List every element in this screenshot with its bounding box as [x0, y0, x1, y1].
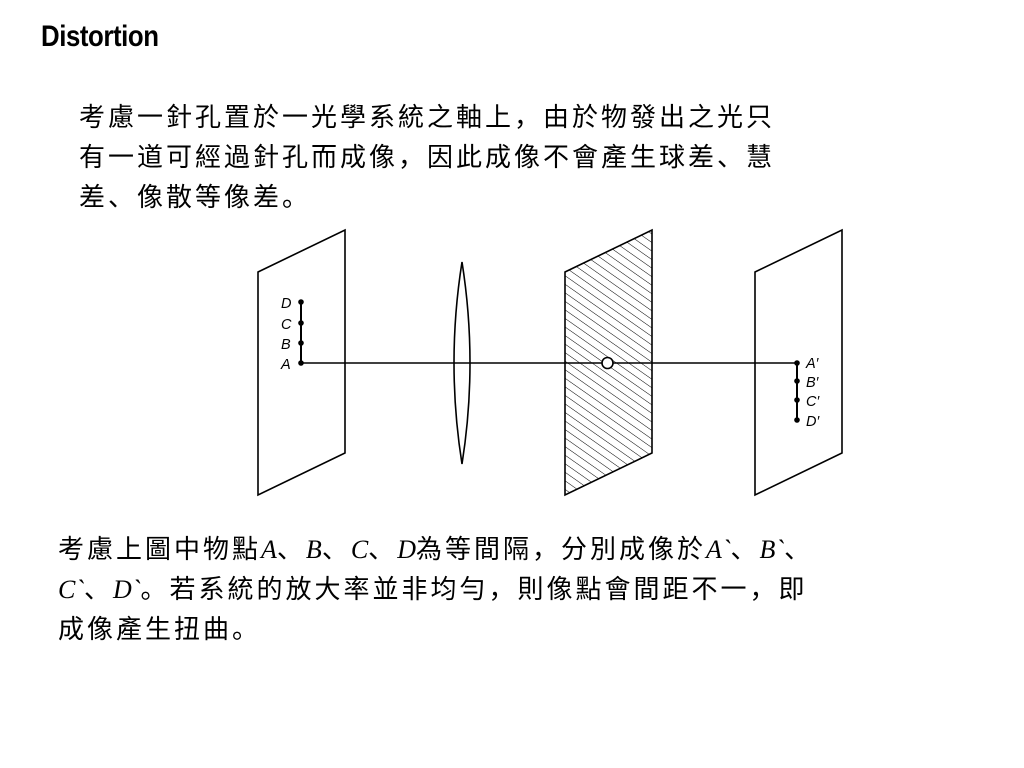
label-object-a: A	[280, 357, 291, 373]
label-image-c: C′	[806, 394, 820, 410]
pinhole	[601, 356, 614, 370]
image-point-d	[794, 417, 800, 423]
conclusion-line-3: 成像產生扭曲。	[58, 615, 262, 645]
intro-paragraph: 考慮一針孔置於一光學系統之軸上，由於物發出之光只 有一道可經過針孔而成像，因此成…	[79, 98, 909, 218]
object-point-d	[298, 299, 304, 305]
slide-title: Distortion	[41, 20, 159, 53]
sep-2: 、	[321, 535, 351, 565]
sep-4: 、	[730, 535, 760, 565]
conclusion-text-1a: 考慮上圖中物點	[58, 535, 262, 565]
sep-3: 、	[368, 535, 398, 565]
var-c: C	[350, 535, 369, 564]
image-point-b	[794, 378, 800, 384]
var-b-prime: B`	[759, 535, 785, 564]
var-d: D	[397, 535, 416, 564]
label-image-b: B′	[806, 375, 820, 391]
var-b: B	[305, 535, 322, 564]
object-point-c	[298, 320, 304, 326]
conclusion-line-1: 考慮上圖中物點A、B、C、D為等間隔，分別成像於A`、B`、	[58, 530, 978, 570]
var-a: A	[261, 535, 277, 564]
object-point-b	[298, 340, 304, 346]
conclusion-line-2: C`、D`。若系統的放大率並非均勻，則像點會間距不一，即	[58, 570, 978, 610]
conclusion-text-1b: 為等間隔，分別成像於	[415, 535, 706, 565]
label-image-a: A′	[805, 356, 820, 372]
conclusion-text-2b: 。若系統的放大率並非均勻，則像點會間距不一，即	[140, 575, 808, 605]
intro-line-2: 有一道可經過針孔而成像，因此成像不會產生球差、慧	[79, 143, 776, 173]
image-point-a	[794, 360, 800, 366]
sep-6: 、	[84, 575, 114, 605]
label-object-d: D	[281, 296, 291, 312]
label-object-c: C	[281, 317, 292, 333]
conclusion-paragraph: 考慮上圖中物點A、B、C、D為等間隔，分別成像於A`、B`、 C`、D`。若系統…	[58, 530, 978, 650]
intro-line-3: 差、像散等像差。	[79, 183, 312, 213]
var-a-prime: A`	[705, 535, 731, 564]
image-point-c	[794, 397, 800, 403]
label-object-b: B	[281, 337, 291, 353]
label-image-d: D′	[806, 414, 820, 430]
object-point-a	[298, 360, 304, 366]
var-c-prime: C`	[58, 575, 84, 604]
sep-5: 、	[784, 535, 814, 565]
var-d-prime: D`	[113, 575, 141, 604]
intro-line-1: 考慮一針孔置於一光學系統之軸上，由於物發出之光只	[79, 103, 776, 133]
sep-1: 、	[276, 535, 306, 565]
